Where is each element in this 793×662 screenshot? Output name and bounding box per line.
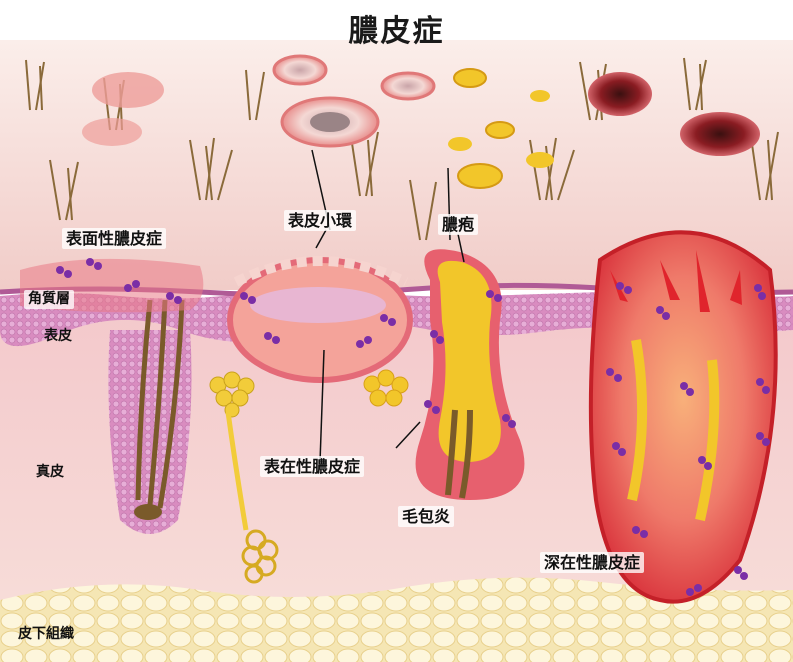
label-surface-pyoderma: 表在性膿皮症 xyxy=(260,456,364,477)
label-superficial-pyoderma: 表面性膿皮症 xyxy=(62,228,166,249)
label-epidermis: 表皮 xyxy=(44,328,72,345)
label-pustule: 膿疱 xyxy=(438,214,478,235)
diagram-title: 膿皮症 xyxy=(0,6,793,50)
label-dermis: 真皮 xyxy=(36,464,64,481)
label-deep-pyoderma: 深在性膿皮症 xyxy=(540,552,644,573)
label-folliculitis: 毛包炎 xyxy=(398,506,454,527)
label-subcutis: 皮下組織 xyxy=(18,626,74,643)
label-epidermal-collarette: 表皮小環 xyxy=(284,210,356,231)
label-stratum-corneum: 角質層 xyxy=(24,290,74,309)
